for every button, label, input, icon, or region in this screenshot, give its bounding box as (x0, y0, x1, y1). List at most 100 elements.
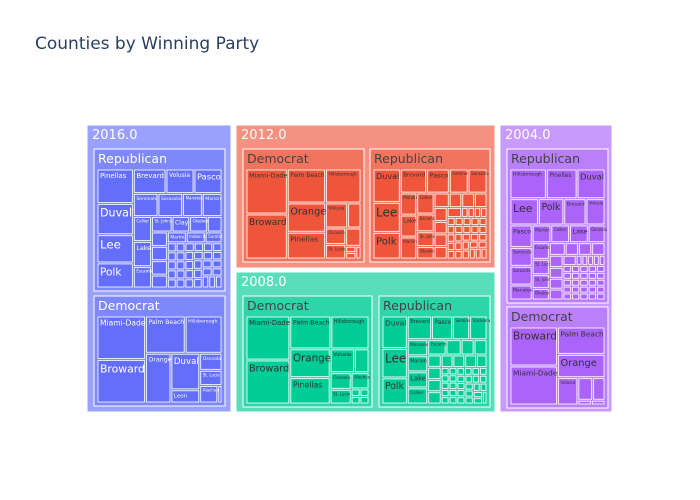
county-tile-2008-0-republican-washington (480, 368, 487, 375)
county-tile-2012-0-republican-suwannee (463, 218, 471, 225)
county-tile-2004-0-republican-okeechobee (563, 293, 571, 300)
county-tile-2004-0-republican-holmes (572, 293, 580, 300)
county-tile-2008-0-republican-hamilton (483, 392, 487, 404)
county-tile-2004-0-republican-hendry (580, 265, 588, 272)
county-tile-2012-0-republican-charlotte (434, 208, 447, 221)
county-tile-2016-0-republican-bay (152, 232, 167, 246)
county-tile-2008-0-republican-walton (441, 382, 449, 389)
county-tile-2004-0-republican-polk (539, 199, 564, 225)
county-tile-2012-0-republican-sumter (447, 208, 462, 217)
year-label-2012-0: 2012.0 (241, 128, 287, 143)
county-tile-2012-0-republican-lafayette (478, 241, 487, 248)
county-tile-2004-0-republican-indian-river (549, 278, 563, 289)
county-tile-2004-0-democrat-jefferson (592, 400, 605, 405)
county-tile-2016-0-republican-hamilton (215, 276, 222, 288)
county-tile-2012-0-republican-marion (400, 237, 417, 259)
county-tile-2004-0-republican-osceola (588, 225, 605, 243)
county-tile-2008-0-republican-madison (465, 397, 473, 404)
county-tile-2008-0-republican-jackson (449, 382, 457, 389)
county-label-2016-0-republican-indian-river: Indian River (189, 234, 213, 239)
county-tile-2008-0-democrat-gadsden (351, 389, 360, 396)
county-tile-2012-0-republican-wakulla (447, 234, 455, 242)
county-tile-2008-0-democrat-st-lucie (330, 389, 351, 404)
county-tile-2004-0-republican-liberty (588, 293, 597, 300)
county-label-2008-0-republican-duval: Duval (385, 318, 406, 327)
county-tile-2008-0-republican-dixie (465, 375, 472, 383)
county-label-2016-0-republican-brevard: Brevard (136, 171, 164, 180)
county-label-2016-0-democrat-osceola: Osceola (203, 356, 221, 362)
county-tile-2008-0-republican-citrus (441, 355, 453, 367)
county-label-2016-0-democrat-alachua: Alachua (203, 387, 220, 392)
county-label-2008-0-democrat-pinellas: Pinellas (293, 380, 323, 389)
county-tile-2004-0-democrat-orange (558, 354, 605, 378)
county-tile-2016-0-republican-pasco (194, 169, 222, 193)
county-tile-2008-0-republican-franklin (473, 383, 480, 391)
county-label-2008-0-democrat-broward: Broward (249, 364, 289, 375)
county-tile-2012-0-republican-lake (400, 215, 417, 237)
county-tile-2016-0-republican-baker (213, 243, 222, 251)
county-tile-2004-0-republican-clay (549, 243, 565, 255)
county-tile-2008-0-republican-hendry (457, 368, 464, 375)
county-tile-2016-0-republican-pinellas (97, 169, 133, 203)
county-tile-2016-0-democrat-hillsborough (185, 316, 222, 353)
county-tile-2008-0-democrat-jefferson (351, 397, 360, 404)
county-tile-2004-0-republican-lake (570, 225, 588, 243)
county-tile-2008-0-democrat-alachua (351, 373, 369, 389)
county-tile-2008-0-republican-bradford (472, 368, 479, 375)
county-tile-2012-0-republican-hernando (475, 193, 487, 207)
county-tile-2016-0-democrat-st-lucie (200, 370, 222, 385)
county-tile-2012-0-republican-liberty (469, 248, 475, 259)
county-tile-2008-0-republican-martin (465, 355, 476, 367)
county-tile-2008-0-republican-calhoun (465, 383, 473, 390)
county-tile-2012-0-democrat-miami-dade (246, 169, 287, 214)
county-tile-2004-0-republican-gulf (580, 279, 588, 286)
county-tile-2004-0-democrat-broward (510, 327, 557, 366)
county-tile-2016-0-republican-columbia (176, 243, 185, 252)
county-tile-2004-0-republican-charlotte (549, 255, 563, 267)
county-tile-2004-0-republican-seminole (510, 248, 532, 266)
county-tile-2004-0-republican-jackson (563, 286, 571, 293)
county-tile-2016-0-republican-sumter (205, 232, 222, 243)
county-tile-2016-0-republican-levy (176, 261, 185, 270)
county-tile-2012-0-republican-nassau (468, 208, 474, 217)
county-tile-2016-0-republican-seminole (133, 193, 158, 216)
county-tile-2004-0-republican-sumter (563, 255, 576, 265)
county-tile-2004-0-democrat-leon (578, 378, 593, 400)
county-tile-2008-0-republican-liberty (473, 392, 482, 398)
county-tile-2012-0-republican-franklin (469, 241, 478, 248)
county-tile-2004-0-republican-okaloosa (532, 288, 549, 300)
county-tile-2012-0-republican-hardee (462, 241, 469, 250)
county-label-2004-0-democrat-orange: Orange (561, 358, 597, 369)
county-tile-2008-0-republican-st-johns (446, 340, 461, 355)
county-tile-2012-0-republican-gilchrist (455, 242, 462, 250)
county-tile-2004-0-republican-baker (588, 265, 597, 272)
county-tile-2016-0-republican-escambia (133, 267, 151, 288)
county-label-2004-0-republican-escambia: Escambia (535, 245, 555, 250)
county-tile-2016-0-republican-union (194, 260, 202, 269)
county-tile-2004-0-republican-madison (588, 279, 597, 286)
county-tile-2004-0-republican-walton (594, 255, 599, 265)
county-label-2012-0-democrat-hillsborough: Hillsborough (328, 172, 356, 178)
county-tile-2016-0-republican-bradford (185, 252, 194, 260)
county-tile-2008-0-republican-union (472, 375, 480, 383)
county-tile-2008-0-republican-marion (407, 356, 428, 372)
county-tile-2008-0-republican-glades (473, 398, 482, 404)
county-tile-2004-0-democrat-miami-dade (510, 366, 557, 405)
county-tile-2004-0-republican-bay (565, 243, 578, 255)
county-tile-2004-0-republican-franklin (597, 279, 605, 286)
county-label-2008-0-republican-collier: Collier (410, 390, 423, 395)
county-tile-2008-0-republican-levy (449, 375, 457, 382)
county-tile-2012-0-democrat-jefferson (346, 253, 356, 259)
party-label-2004-0-republican: Republican (511, 151, 580, 166)
county-tile-2008-0-republican-bay (428, 355, 441, 367)
county-tile-2012-0-republican-dixie (455, 251, 462, 259)
county-label-2004-0-republican-brevard: Brevard (567, 201, 585, 207)
county-label-2016-0-republican-manatee: Manatee (186, 195, 204, 200)
county-tile-2008-0-republican-gulf (480, 375, 487, 383)
county-tile-2008-0-republican-lee (382, 349, 407, 378)
county-tile-2016-0-republican-calhoun (194, 269, 202, 279)
county-tile-2012-0-democrat-leon (348, 203, 361, 228)
county-tile-2004-0-democrat-gadsden (578, 400, 591, 405)
county-label-2012-0-democrat-pinellas: Pinellas (290, 235, 318, 244)
